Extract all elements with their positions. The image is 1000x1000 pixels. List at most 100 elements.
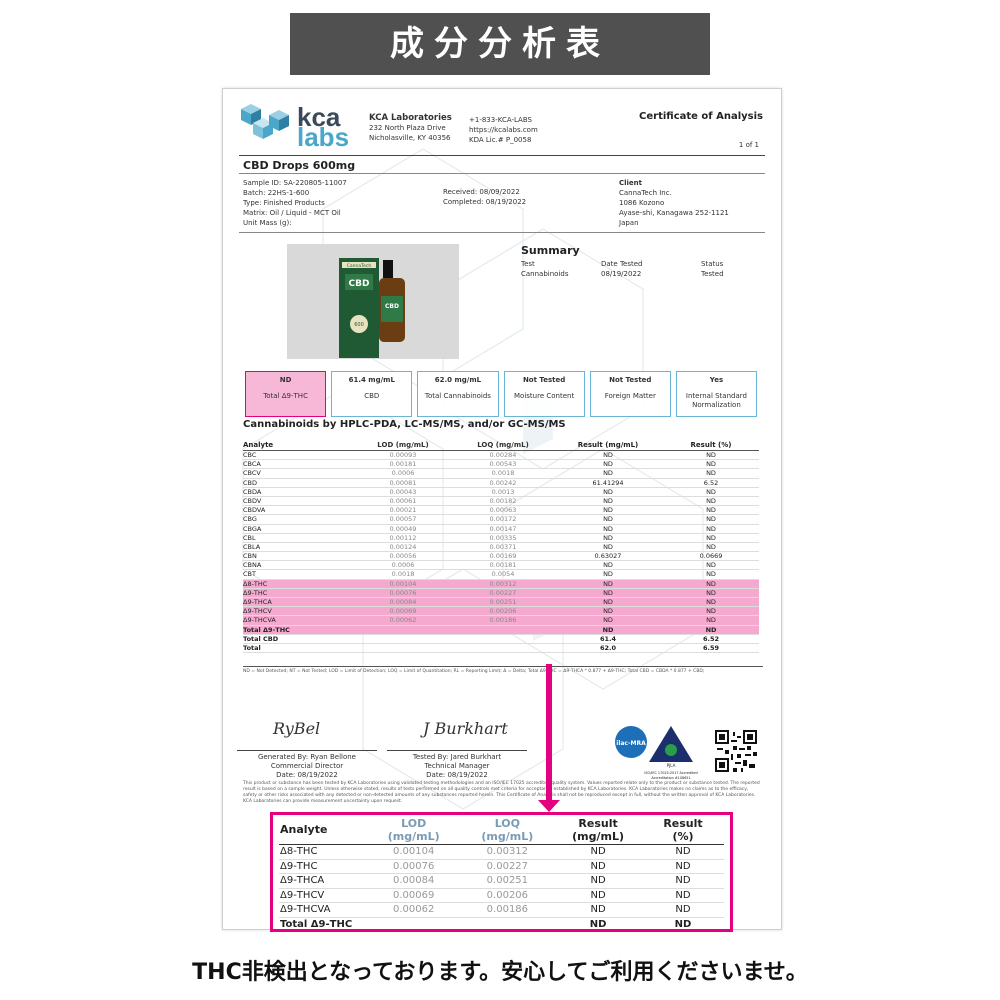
zoom-table-cell: ND (675, 889, 691, 901)
table-cell: ND (706, 542, 716, 551)
table-cell: ND (603, 561, 613, 570)
box-label: Total Δ9-THC (263, 392, 308, 400)
table-cell (353, 644, 453, 652)
table-cell: 0.00021 (389, 506, 417, 515)
summary-header: Test (521, 260, 535, 268)
summary-test: Cannabinoids (521, 270, 569, 278)
lab-website[interactable]: https://kcalabs.com (469, 126, 538, 134)
results-table: Analyte LOD (mg/mL) LOQ (mg/mL) Result (… (243, 441, 759, 654)
table-cell: 6.52 (703, 478, 719, 487)
table-cell: 0.0006 (391, 469, 415, 478)
summary-box-cbd: 61.4 mg/mL CBD (331, 371, 413, 417)
table-cell: ND (706, 515, 716, 524)
zoom-table-cell: 0.00084 (393, 875, 435, 886)
product-label: CBD (349, 279, 370, 289)
signer-name: Generated By: Ryan Bellone (258, 753, 356, 761)
summary-box-normalization: Yes Internal Standard Normalization (675, 371, 758, 417)
table-cell: Total (243, 643, 261, 652)
disclaimer-text: This product or substance has been teste… (243, 781, 760, 804)
accreditation-seals: ilac-MRA PJLA ISO/IEC 17025:2017 Accredi… (613, 722, 713, 782)
table-cell: 0.00062 (389, 616, 417, 625)
product-photo: CannaTech CBD 600 CBD (287, 244, 459, 359)
table-cell: 0.00182 (489, 496, 517, 505)
zoom-header-result-mg: Result(mg/mL) (572, 816, 625, 843)
table-cell: 0.00181 (389, 460, 417, 469)
table-cell: 61.41294 (592, 478, 624, 487)
meta-divider (239, 232, 765, 233)
results-header: LOD (mg/mL) (377, 441, 429, 449)
table-cell: ND (706, 588, 716, 597)
box-label: CBD (364, 392, 380, 400)
zoom-table-cell: Δ8-THC (280, 846, 318, 857)
table-cell: CBL (243, 533, 256, 542)
signature-generated: RyBel Generated By: Ryan Bellone Commerc… (237, 721, 377, 780)
table-cell: 0.00312 (489, 579, 517, 588)
signer-date: Date: 08/19/2022 (426, 771, 488, 779)
table-cell: ND (706, 469, 716, 478)
zoom-header-loq: LOQ(mg/mL) (481, 816, 534, 843)
summary-date: 08/19/2022 (601, 270, 642, 278)
table-cell: ND (706, 487, 716, 496)
zoom-table-cell: Δ9-THCA (280, 875, 325, 886)
table-cell: ND (706, 616, 716, 625)
zoom-table-cell: 0.00186 (486, 904, 529, 915)
table-cell: ND (706, 524, 716, 533)
box-value: ND (279, 376, 292, 384)
header-divider (239, 155, 765, 156)
table-cell: 0.0018 (491, 469, 515, 478)
table-cell: Total CBD (243, 634, 279, 643)
client-line: CannaTech Inc. (619, 189, 672, 197)
table-cell: ND (603, 607, 613, 616)
table-cell: ND (706, 533, 716, 542)
table-cell: ND (603, 460, 613, 469)
qr-code-icon[interactable] (715, 730, 757, 772)
table-cell: 0.00057 (389, 515, 417, 524)
zoom-table-cell: ND (590, 889, 606, 901)
table-cell: CBDV (243, 496, 262, 505)
table-cell: Δ9-THCVA (243, 616, 276, 625)
table-cell: 0.0013 (491, 487, 515, 496)
product-sub: 600 (354, 322, 364, 328)
table-cell: ND (706, 496, 716, 505)
table-cell (453, 635, 553, 643)
table-cell: ND (603, 524, 613, 533)
zoom-table-cell: ND (675, 875, 691, 886)
signer-date: Date: 08/19/2022 (276, 771, 338, 779)
summary-status: Tested (701, 270, 724, 278)
results-footnote: ND = Not Detected; NT = Not Tested; LOD … (243, 666, 763, 674)
table-cell: 0.00049 (389, 524, 417, 533)
zoom-table-cell: Δ9-THCV (280, 889, 325, 901)
summary-box-total-thc: ND Total Δ9-THC (245, 371, 327, 417)
table-cell: CBG (243, 515, 257, 524)
zoom-table-cell: ND (675, 846, 691, 857)
zoom-table-cell: ND (674, 918, 692, 930)
table-cell: ND (705, 625, 717, 634)
sample-id: Sample ID: SA-220805-11007 (243, 179, 347, 187)
table-cell: 0.00251 (489, 598, 517, 606)
table-cell: ND (706, 451, 716, 459)
table-cell: 0.00172 (489, 515, 517, 524)
table-cell: 6.59 (702, 643, 720, 652)
table-cell: ND (706, 579, 716, 588)
pjla-text: PJLA (667, 763, 676, 768)
product-name: CBD Drops 600mg (243, 159, 356, 172)
results-header: Result (mg/mL) (577, 441, 639, 449)
zoom-table-cell (367, 918, 461, 933)
lab-contact: +1-833-KCA-LABS https://kcalabs.com KDA … (469, 115, 538, 145)
table-cell: ND (706, 460, 716, 469)
table-cell: ND (603, 515, 613, 524)
table-row: CBG 0.00057 0.00172 ND ND (243, 515, 759, 525)
logo-text-kca: kca (297, 102, 341, 132)
accreditation-number: Accreditation #108651 (651, 776, 690, 780)
bottom-caption: THC非検出となっております。安心してご利用くださいませ。 (192, 960, 808, 985)
